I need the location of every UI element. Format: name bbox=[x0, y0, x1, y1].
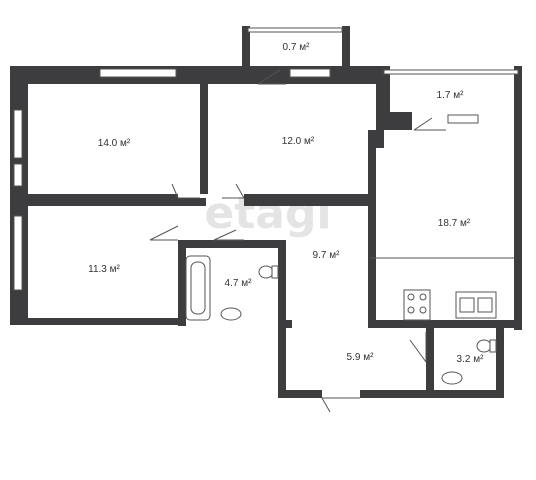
area-label-entry: 5.9 м² bbox=[347, 352, 375, 363]
toilet-fixtures bbox=[441, 339, 497, 385]
area-label-room-b: 12.0 м² bbox=[282, 136, 315, 147]
bathroom-fixtures bbox=[185, 255, 279, 321]
area-label-kitchen: 18.7 м² bbox=[438, 218, 471, 229]
room-labels: 0.7 м² 1.7 м² 14.0 м² 12.0 м² 18.7 м² 11… bbox=[88, 42, 484, 365]
area-label-toilet: 3.2 м² bbox=[457, 354, 485, 365]
area-label-room-c: 11.3 м² bbox=[88, 264, 120, 275]
toilet-icon-2 bbox=[476, 339, 492, 353]
sink-icon-2 bbox=[441, 371, 463, 385]
sink-icon bbox=[220, 307, 242, 321]
kitchen-fixtures bbox=[370, 257, 514, 321]
area-label-balcony-top: 0.7 м² bbox=[283, 42, 311, 53]
windows bbox=[13, 27, 519, 291]
doors bbox=[149, 69, 446, 413]
area-label-balcony-right: 1.7 м² bbox=[437, 90, 465, 101]
toilet-icon bbox=[258, 265, 274, 279]
area-label-room-a: 14.0 м² bbox=[98, 138, 131, 149]
area-label-hall: 9.7 м² bbox=[313, 250, 341, 261]
area-label-bathroom: 4.7 м² bbox=[225, 278, 253, 289]
stove-icon bbox=[403, 289, 431, 321]
